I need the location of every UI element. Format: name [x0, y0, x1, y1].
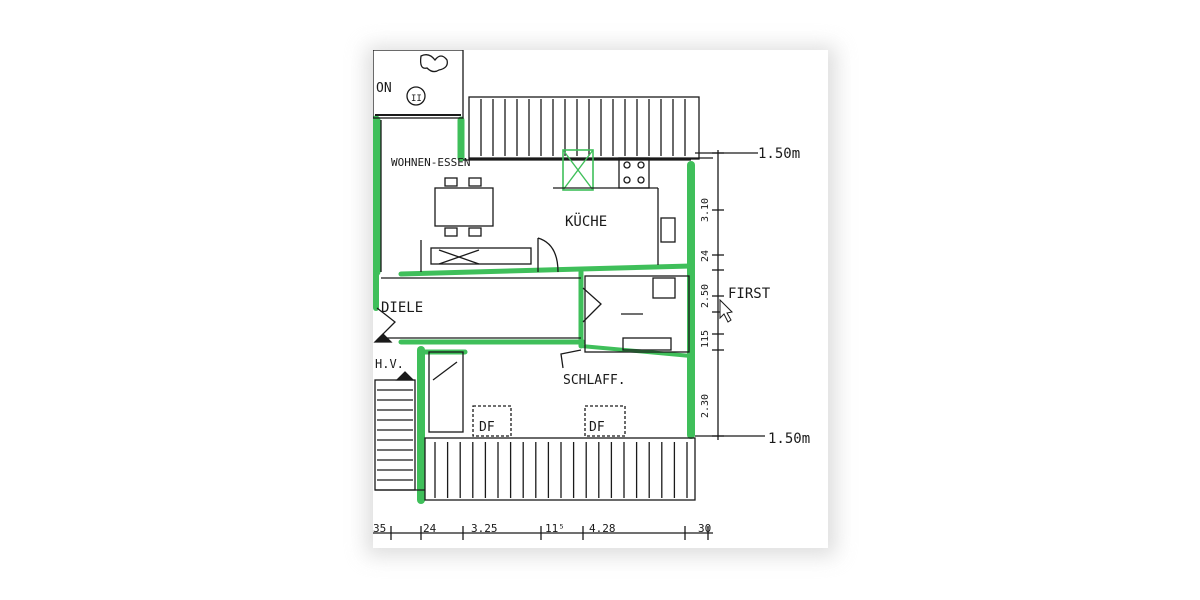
label-living-dining: WOHNEN-ESSEN: [391, 156, 470, 169]
bath-tub: [622, 337, 672, 351]
chair-4: [468, 227, 482, 237]
sideboard-x2: [438, 249, 480, 265]
label-bedroom: SCHLAFF.: [563, 373, 626, 388]
chair-3: [444, 227, 458, 237]
bedroom-wardrobe-diag: [432, 361, 458, 381]
dim-h-1: 35: [373, 522, 386, 535]
wall-bath-bottom: [579, 344, 693, 358]
hv-triangle-1: [373, 333, 393, 343]
horizontal-dimension-labels: 35 24 3.25 11⁵ 4.28 30: [373, 522, 711, 535]
dim-h-4: 11⁵: [545, 522, 565, 535]
dim-bottom-ticks: [390, 526, 709, 540]
stair-treads: [377, 389, 413, 481]
floor-plan-sheet: ON II WOHNEN-ESSEN KÜCHE DIELE H.V. SCHL…: [373, 50, 828, 548]
dining-table: [434, 187, 494, 227]
bedroom-wardrobe: [428, 351, 464, 433]
stair-block: [374, 379, 416, 491]
skylight-right: [584, 405, 626, 437]
label-ridge: FIRST: [728, 286, 771, 302]
dim-h-6: 30: [698, 522, 711, 535]
chair-2: [468, 177, 482, 187]
hv-triangle-2: [395, 371, 415, 381]
circle-mark: [406, 86, 426, 106]
dim-v-3: 2.50: [700, 284, 711, 308]
stove-burner-2: [637, 161, 645, 169]
plan-labels: ON II WOHNEN-ESSEN KÜCHE DIELE H.V. SCHL…: [375, 81, 810, 447]
dim-v-1: 3.10: [700, 198, 711, 222]
dim-h-2: 24: [423, 522, 437, 535]
label-level-top: 1.50m: [758, 146, 800, 162]
dim-v-2: 24: [700, 250, 711, 262]
balcony-box-top-left: [373, 50, 464, 119]
stove-burner-4: [637, 176, 645, 184]
stair-void-x2: [562, 149, 594, 191]
label-level-bottom: 1.50m: [768, 431, 810, 447]
label-balcony: ON: [376, 81, 392, 96]
label-hv: H.V.: [375, 357, 404, 371]
terrace-top: [468, 96, 700, 160]
bath-wc: [652, 277, 676, 299]
bath-room: [584, 275, 690, 353]
ink-linework: [373, 50, 765, 540]
dim-h-5: 4.28: [589, 522, 616, 535]
bath-door-swing: [582, 287, 602, 323]
stair-void-top: [562, 149, 594, 191]
sideboard: [430, 247, 532, 265]
highlighted-walls: [373, 115, 695, 504]
label-skylight-left: DF: [479, 420, 495, 435]
plant-sketch: [419, 54, 448, 73]
terrace-bottom: [424, 437, 696, 501]
terrace-top-hatch: [480, 99, 686, 156]
hall-right-door: [560, 349, 582, 369]
wall-hall-top: [398, 263, 694, 277]
stove: [618, 157, 650, 189]
stove-burner-1: [623, 161, 631, 169]
dim-v-4: 115: [700, 330, 711, 348]
terrace-bottom-hatch: [434, 442, 688, 498]
dim-h-3: 3.25: [471, 522, 498, 535]
label-skylight-right: DF: [589, 420, 605, 435]
chair-1: [444, 177, 458, 187]
dim-v-5: 2.30: [700, 394, 711, 418]
label-circle-mark: II: [411, 94, 422, 104]
mouse-cursor-icon: [719, 298, 734, 323]
skylight-left: [472, 405, 512, 437]
door-swing-kitchen: [537, 237, 559, 273]
stove-burner-3: [623, 176, 631, 184]
floor-plan-drawing: ON II WOHNEN-ESSEN KÜCHE DIELE H.V. SCHL…: [373, 50, 810, 540]
vertical-dimension-labels: 3.10 24 2.50 115 2.30: [700, 198, 711, 418]
kitchen-sink: [660, 217, 676, 243]
label-kitchen: KÜCHE: [565, 212, 607, 230]
label-hall: DIELE: [381, 300, 423, 316]
